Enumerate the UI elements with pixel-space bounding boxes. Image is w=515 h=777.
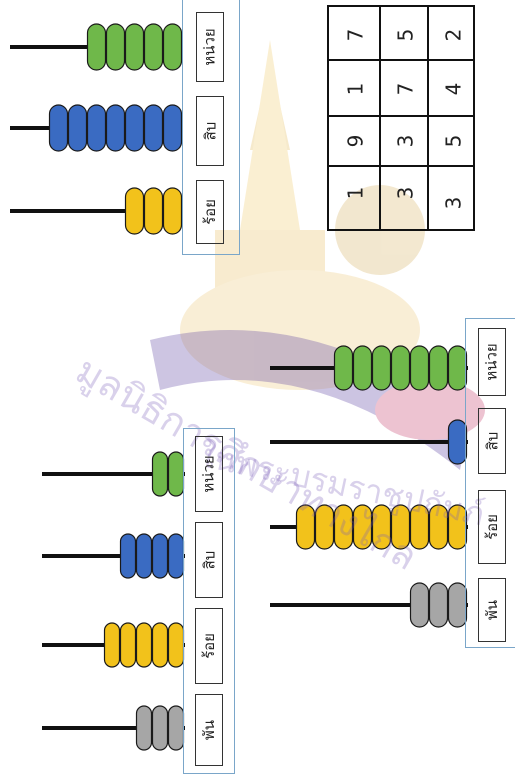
abacus-bead-tens: [137, 534, 152, 578]
grid-cell: 7: [335, 15, 375, 55]
left-label-hundreds: ร้อย: [195, 608, 223, 684]
abacus-bead-hundreds: [121, 623, 136, 667]
grid-cell: 1: [335, 173, 375, 213]
abacus-bead-hundreds: [411, 505, 429, 549]
grid-divider-h1: [329, 59, 473, 61]
grid-cell: 7: [385, 69, 425, 109]
abacus-bead-tens: [88, 105, 106, 151]
abacus-bead-hundreds: [164, 188, 182, 234]
top-label-hundreds: ร้อย: [196, 180, 224, 244]
top-label-units: หน่วย: [196, 12, 224, 82]
abacus-bead-hundreds: [126, 188, 144, 234]
right-label-hundreds: ร้อย: [478, 490, 506, 564]
abacus-bead-units: [153, 452, 168, 496]
abacus-bead-units: [145, 24, 163, 70]
abacus-bead-tens: [169, 534, 184, 578]
abacus-bead-units: [392, 346, 410, 390]
abacus-bead-units: [164, 24, 182, 70]
right-label-thousands: พัน: [478, 578, 506, 642]
abacus-bead-tens: [50, 105, 68, 151]
abacus-bead-units: [430, 346, 448, 390]
abacus-bead-thousands: [153, 706, 168, 750]
grid-divider-h3: [329, 165, 473, 167]
grid-divider-h2: [329, 115, 473, 117]
abacus-bead-units: [354, 346, 372, 390]
abacus-bead-hundreds: [335, 505, 353, 549]
abacus-bead-tens: [69, 105, 87, 151]
abacus-bead-thousands: [169, 706, 184, 750]
grid-cell: 3: [385, 121, 425, 161]
grid-cell: 9: [335, 121, 375, 161]
grid-cell: 5: [433, 121, 473, 161]
grid-divider-v2: [427, 7, 429, 229]
abacus-bead-units: [373, 346, 391, 390]
abacus-bead-units: [335, 346, 353, 390]
grid-cell: 3: [433, 183, 473, 223]
abacus-bead-tens: [153, 534, 168, 578]
abacus-bead-hundreds: [449, 505, 467, 549]
abacus-bead-hundreds: [105, 623, 120, 667]
grid-divider-v1: [379, 7, 381, 229]
abacus-bead-hundreds: [153, 623, 168, 667]
abacus-bead-units: [169, 452, 184, 496]
right-label-units: หน่วย: [478, 328, 506, 396]
abacus-bead-thousands: [430, 583, 448, 627]
abacus-bead-hundreds: [297, 505, 315, 549]
abacus-bead-thousands: [449, 583, 467, 627]
abacus-bead-hundreds: [316, 505, 334, 549]
right-label-tens: สิบ: [478, 408, 506, 474]
left-label-thousands: พัน: [195, 694, 223, 766]
abacus-bead-tens: [126, 105, 144, 151]
abacus-bead-hundreds: [137, 623, 152, 667]
abacus-bead-hundreds: [169, 623, 184, 667]
abacus-bead-units: [449, 346, 467, 390]
grid-cell: 5: [385, 15, 425, 55]
abacus-bead-thousands: [137, 706, 152, 750]
abacus-bead-units: [411, 346, 429, 390]
grid-cell: 4: [433, 69, 473, 109]
abacus-bead-units: [126, 24, 144, 70]
abacus-bead-tens: [107, 105, 125, 151]
abacus-bead-tens: [449, 420, 467, 464]
grid-cell: 1: [335, 69, 375, 109]
abacus-bead-hundreds: [354, 505, 372, 549]
abacus-bead-hundreds: [145, 188, 163, 234]
abacus-bead-tens: [145, 105, 163, 151]
abacus-bead-hundreds: [392, 505, 410, 549]
top-label-tens: สิบ: [196, 96, 224, 166]
abacus-bead-hundreds: [373, 505, 391, 549]
abacus-bead-tens: [121, 534, 136, 578]
abacus-bead-hundreds: [430, 505, 448, 549]
abacus-bead-thousands: [411, 583, 429, 627]
number-grid: 2 5 7 4 7 1 5 3 9 1 3 3: [327, 5, 475, 231]
abacus-bead-tens: [164, 105, 182, 151]
left-label-units: หน่วย: [195, 436, 223, 512]
grid-cell: 3: [385, 173, 425, 213]
grid-cell: 2: [433, 15, 473, 55]
abacus-bead-units: [88, 24, 106, 70]
abacus-bead-units: [107, 24, 125, 70]
left-label-tens: สิบ: [195, 522, 223, 598]
